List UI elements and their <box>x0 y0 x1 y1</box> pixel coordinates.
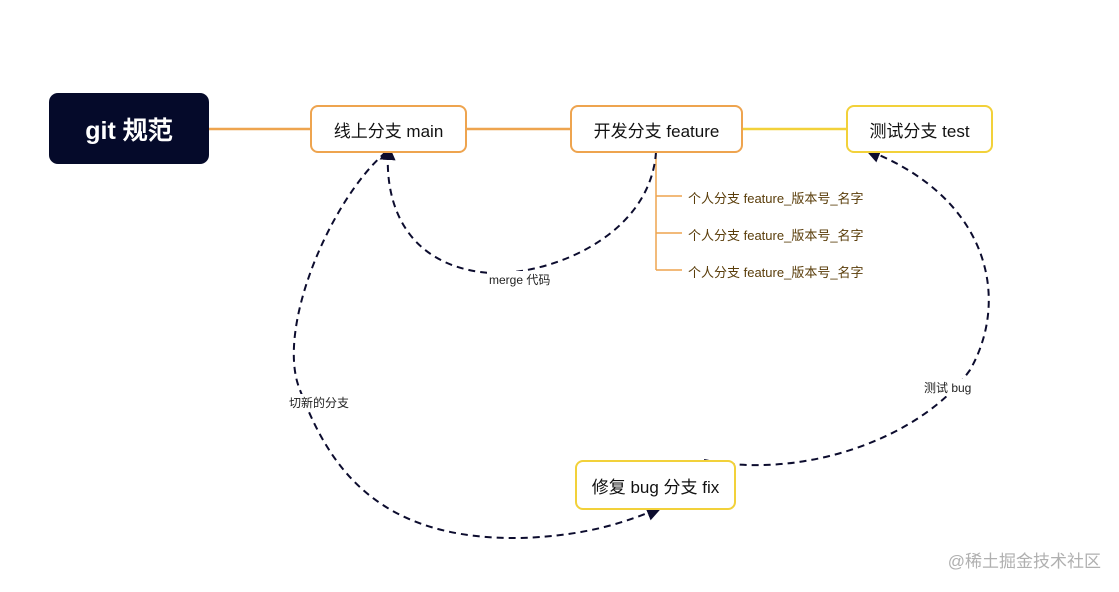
test-bug-arrow <box>703 147 990 467</box>
root-node: git 规范 <box>49 93 209 164</box>
personal-branch-1: 个人分支 feature_版本号_名字 <box>688 191 864 206</box>
personal-branch-2: 个人分支 feature_版本号_名字 <box>688 228 864 243</box>
feature-branch-node: 开发分支 feature <box>570 105 743 153</box>
merge-arrow <box>379 144 657 274</box>
feature-branch-label: 开发分支 feature <box>593 121 720 141</box>
fix-branch-label: 修复 bug 分支 fix <box>591 477 720 497</box>
new-branch-arrow <box>292 151 663 540</box>
root-label: git 规范 <box>85 116 173 145</box>
test-branch-label: 测试分支 test <box>869 121 970 141</box>
main-branch-node: 线上分支 main <box>310 105 467 153</box>
merge-label: merge 代码 <box>487 271 553 288</box>
new-branch-label: 切新的分支 <box>287 394 352 411</box>
test-branch-node: 测试分支 test <box>846 105 993 153</box>
fix-branch-node: 修复 bug 分支 fix <box>575 460 736 510</box>
test-bug-label: 测试 bug <box>922 379 974 396</box>
personal-branch-3: 个人分支 feature_版本号_名字 <box>688 265 864 280</box>
watermark: @稀土掘金技术社区 <box>947 552 1101 571</box>
main-branch-label: 线上分支 main <box>333 121 444 141</box>
